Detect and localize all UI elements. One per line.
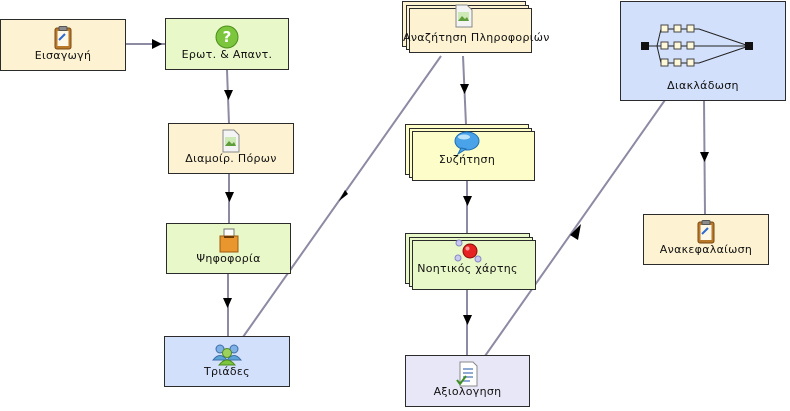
- mindmap-icon: [454, 239, 481, 263]
- node-triads[interactable]: Τριάδες: [164, 336, 290, 387]
- node-search[interactable]: Αναζήτηση Πληροφοριών: [402, 1, 550, 53]
- arrowhead-branching-summary: [700, 152, 709, 162]
- node-branching[interactable]: Διακλάδωση: [620, 1, 786, 101]
- node-discussion-label: Συζήτηση: [438, 153, 496, 166]
- node-resources-label: Διαμοίρ. Πόρων: [185, 152, 277, 165]
- arrowhead-search-discussion: [460, 84, 469, 94]
- clipboard-icon: [54, 26, 72, 50]
- arrowhead-discussion-mindmap: [463, 196, 472, 206]
- ballot-box-icon: [219, 228, 238, 253]
- node-triads-label: Τριάδες: [204, 365, 250, 378]
- arrowhead-voting-triads: [223, 298, 232, 308]
- arrowhead-evaluation-branching: [570, 224, 581, 240]
- arrowhead-resources-voting: [225, 192, 234, 202]
- arrowhead-intro-qa: [152, 39, 162, 49]
- clipboard-icon: [697, 220, 715, 244]
- node-resources[interactable]: Διαμοίρ. Πόρων: [168, 123, 294, 174]
- question-icon: ?: [215, 25, 239, 49]
- image-file-icon: [455, 4, 473, 28]
- node-discussion[interactable]: Συζήτηση: [405, 124, 535, 181]
- node-intro-label: Εισαγωγή: [34, 49, 92, 62]
- svg-text:?: ?: [223, 28, 232, 46]
- arrowhead-mindmap-evaluation: [463, 315, 472, 325]
- connector-evaluation-branching: [484, 99, 666, 357]
- speech-bubble-icon: [454, 131, 480, 156]
- branching-icon: [641, 24, 753, 67]
- node-search-label: Αναζήτηση Πληροφοριών: [403, 31, 550, 44]
- node-mindmap[interactable]: Νοητικός χάρτης: [405, 233, 536, 290]
- image-file-icon: [222, 129, 240, 153]
- node-voting-label: Ψηφοφορία: [196, 252, 261, 265]
- node-qa[interactable]: ? Ερωτ. & Απαντ.: [165, 18, 289, 70]
- node-branching-label: Διακλάδωση: [667, 79, 739, 92]
- node-intro[interactable]: Εισαγωγή: [0, 19, 126, 71]
- group-icon: [212, 344, 242, 366]
- arrowhead-qa-resources: [224, 90, 233, 100]
- node-evaluation[interactable]: Αξιολογηση: [405, 355, 530, 407]
- node-summary[interactable]: Ανακεφαλαίωση: [643, 214, 769, 265]
- arrowhead-triads-search: [339, 190, 348, 201]
- node-evaluation-label: Αξιολογηση: [433, 385, 502, 398]
- node-qa-label: Ερωτ. & Απαντ.: [181, 48, 273, 61]
- node-mindmap-label: Νοητικός χάρτης: [417, 262, 518, 275]
- node-summary-label: Ανακεφαλαίωση: [659, 243, 753, 256]
- node-voting[interactable]: Ψηφοφορία: [166, 223, 291, 274]
- checklist-icon: [455, 361, 477, 387]
